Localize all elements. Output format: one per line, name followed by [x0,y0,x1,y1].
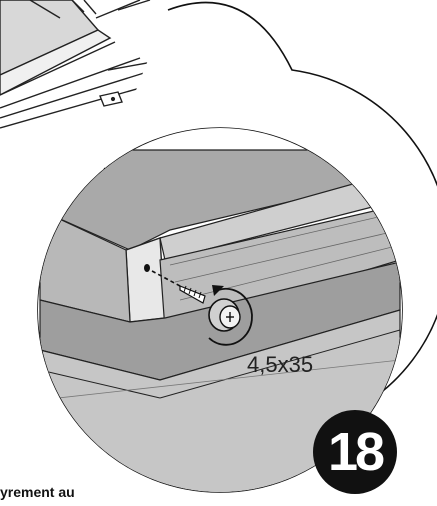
detail-view [38,128,402,492]
end-plate [125,237,166,323]
screw-size-label: 4,5x35 [247,352,314,377]
insertion-path [151,270,181,287]
screw [179,285,241,332]
pilot-hole [144,264,150,272]
overview-drawing [0,0,176,129]
rotation-arrow [208,287,253,346]
instruction-caption: yrement au [0,484,75,500]
step-number-badge: 18 [313,410,397,494]
